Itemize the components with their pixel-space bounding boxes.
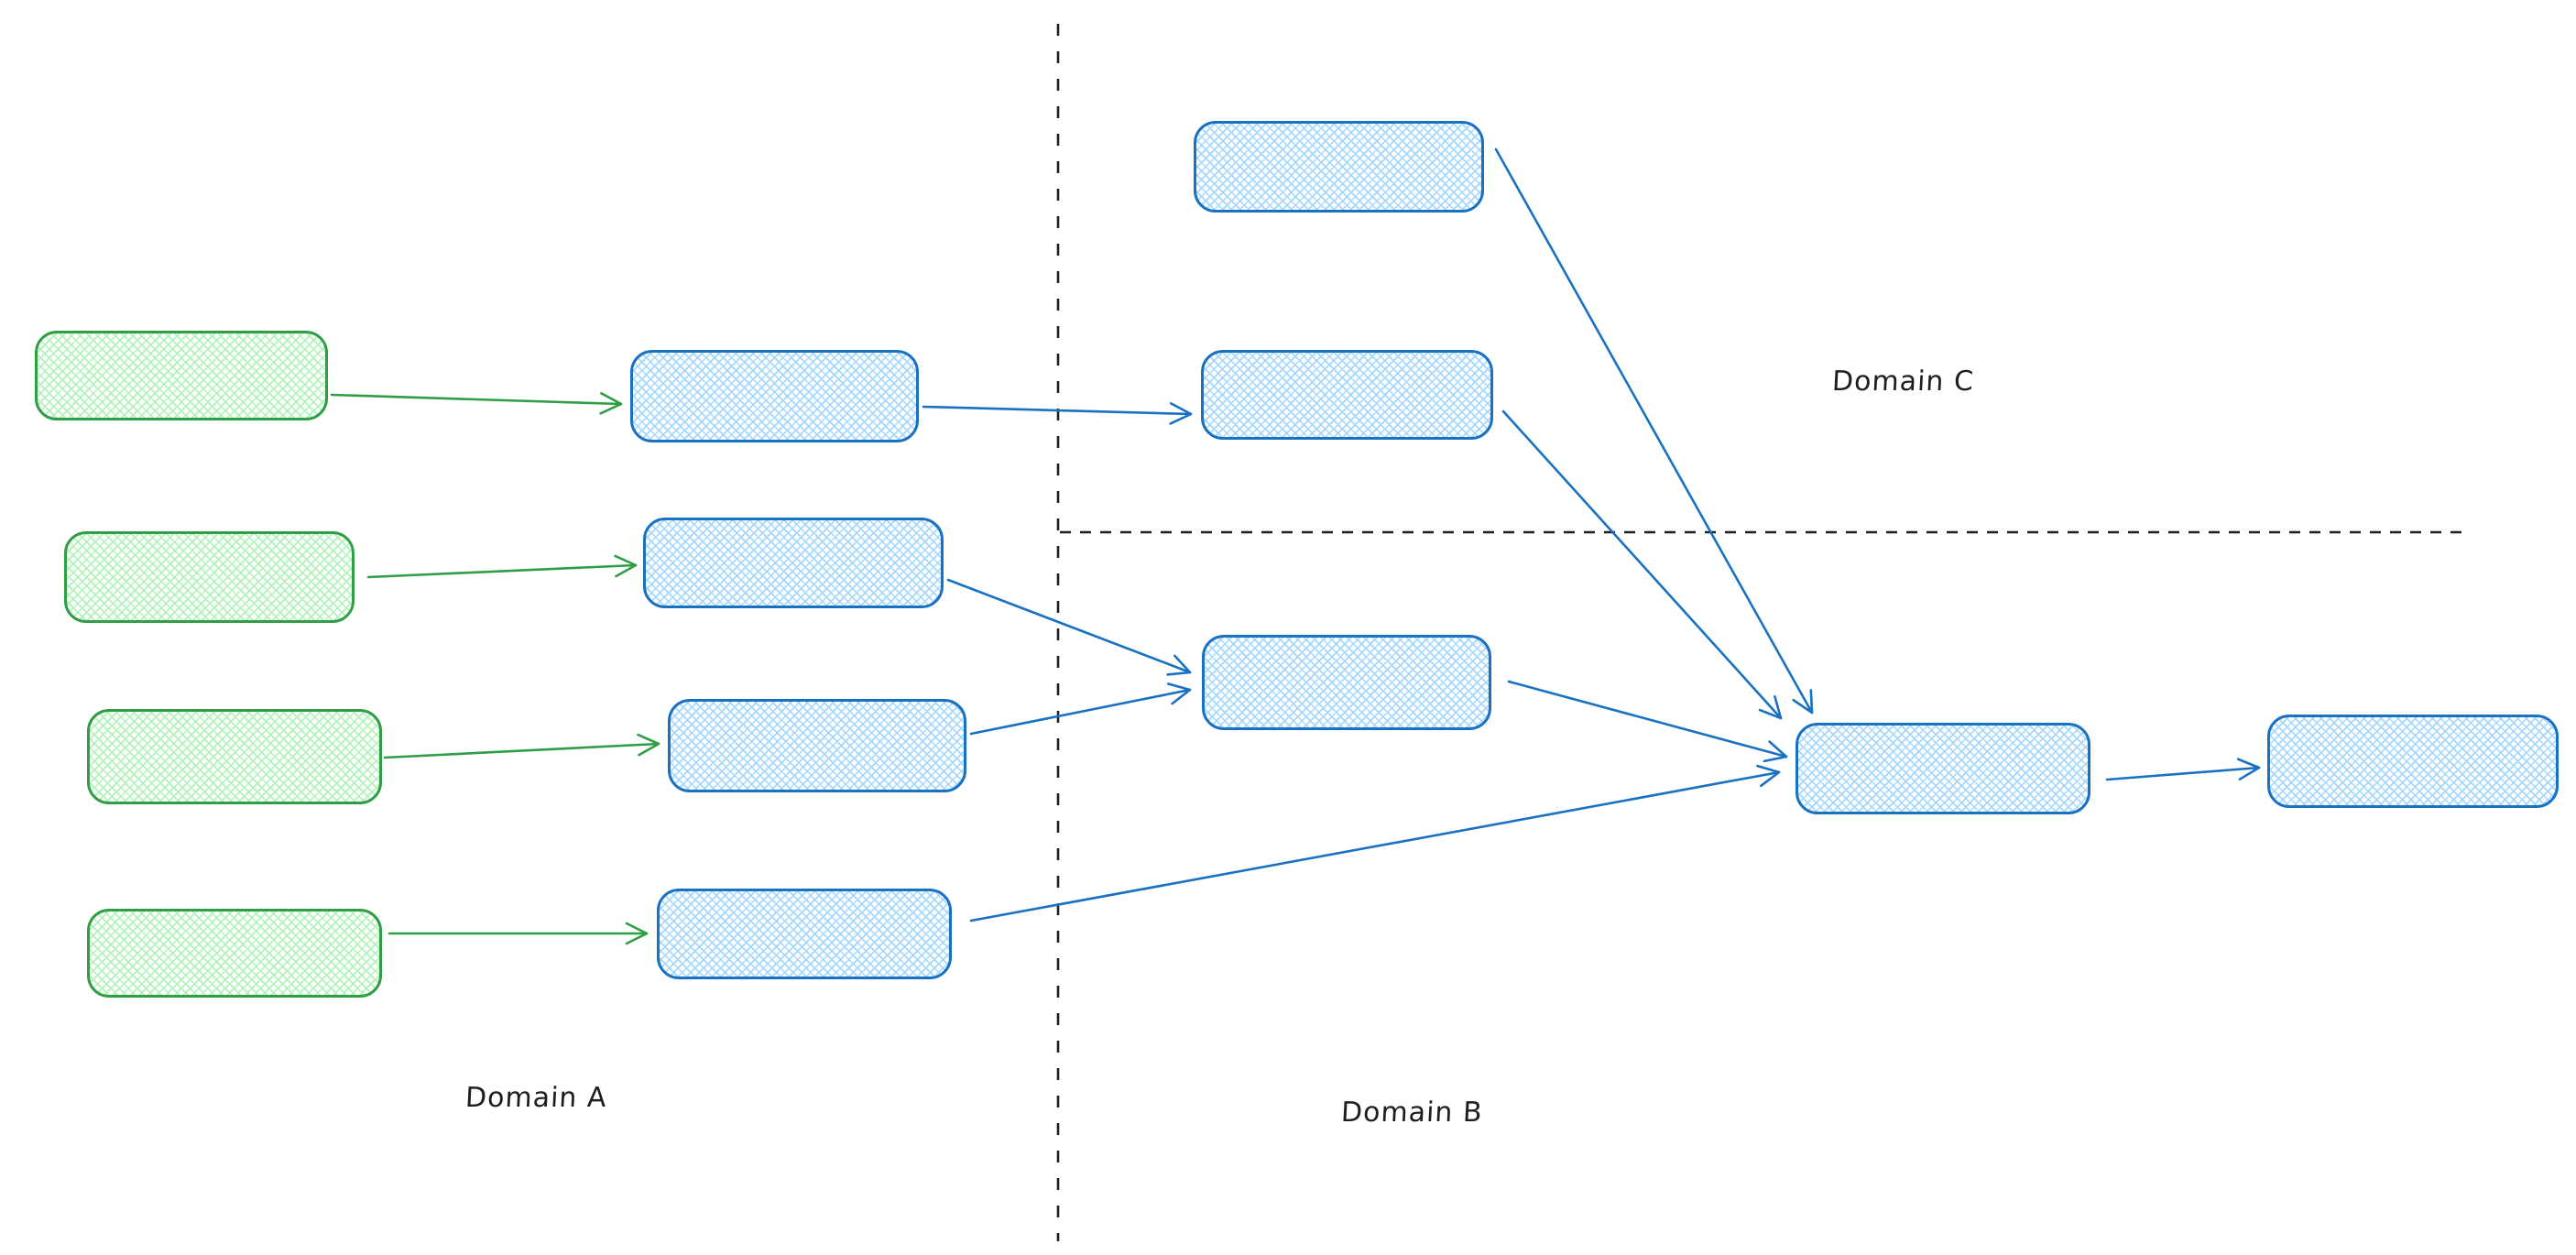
domain-a-source-3-node xyxy=(87,709,382,804)
domain-b-label: Domain B xyxy=(1340,1097,1484,1129)
domain-b-output-node xyxy=(2267,715,2559,808)
domain-c-node-1-node xyxy=(1194,121,1484,213)
domain-a-process-2-node xyxy=(643,518,944,608)
domain-c-node-2-node xyxy=(1201,350,1493,440)
edge-b3-arrow xyxy=(969,682,1192,736)
edge-a1-arrow xyxy=(330,392,623,415)
edge-a3-arrow xyxy=(383,733,660,759)
edge-c2-arrow xyxy=(1501,409,1783,720)
edge-c1-arrow xyxy=(1494,147,1814,715)
domain-a-process-1-node xyxy=(630,350,919,442)
edge-b2-arrow xyxy=(946,578,1192,676)
edge-b4-arrow xyxy=(969,764,1781,922)
domain-a-source-2-node xyxy=(64,531,355,623)
edge-b6-arrow xyxy=(2105,758,2261,781)
domain-a-source-4-node xyxy=(87,909,382,998)
edge-b1-arrow xyxy=(922,402,1193,425)
domain-a-source-1-node xyxy=(35,331,328,420)
domain-b-aggregator-node xyxy=(1796,723,2090,814)
domain-a-process-3-node xyxy=(668,699,966,792)
domain-a-process-4-node xyxy=(657,889,952,979)
domain-a-label: Domain A xyxy=(464,1082,608,1114)
domain-c-label: Domain C xyxy=(1831,366,1975,398)
edge-a2-arrow xyxy=(366,554,638,579)
edge-b5-arrow xyxy=(1507,680,1788,763)
domain-b-node-1-node xyxy=(1202,635,1491,730)
